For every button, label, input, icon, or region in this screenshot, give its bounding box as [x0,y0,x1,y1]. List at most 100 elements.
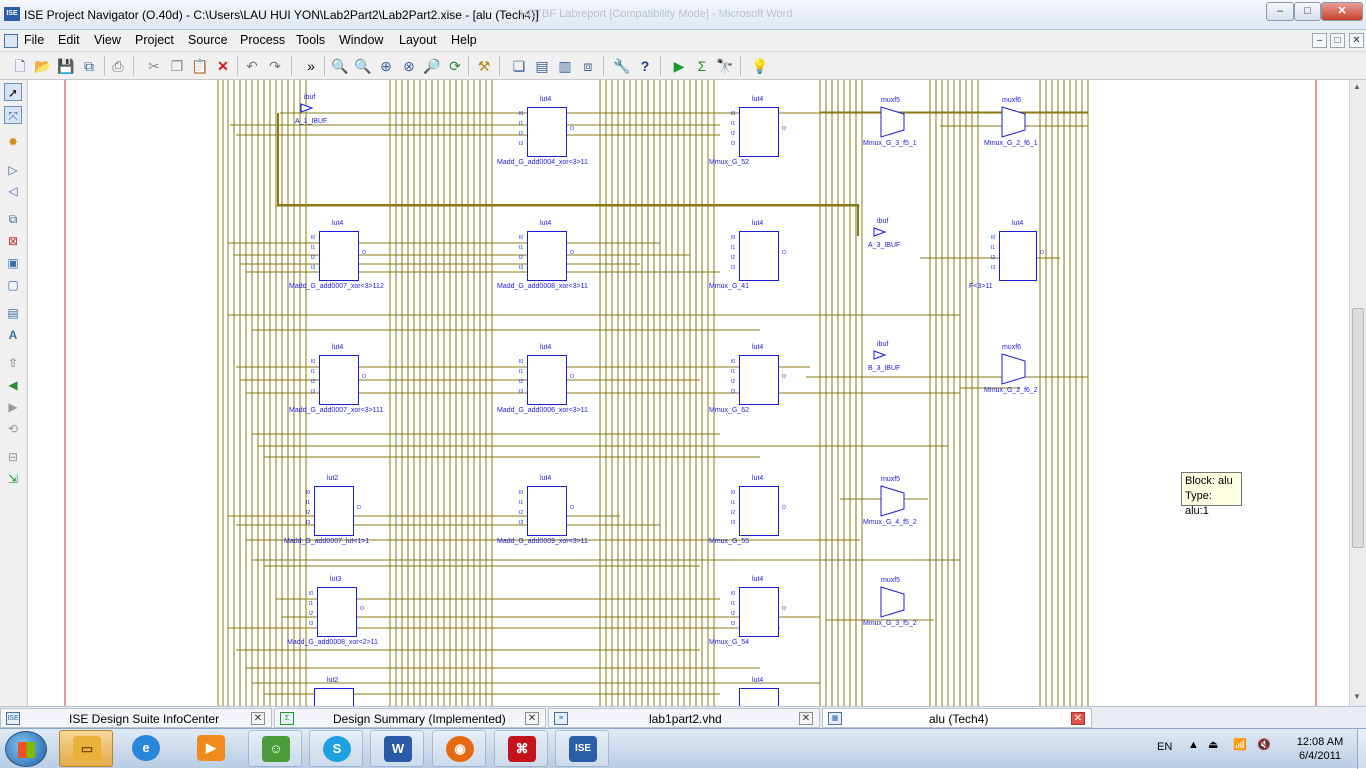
start-button[interactable] [5,731,47,767]
tray-expand-icon[interactable]: ▲ [1188,739,1199,751]
muxf6-mux[interactable] [1001,353,1031,387]
muxf5-mux[interactable] [880,586,910,620]
word-icon[interactable]: W [370,730,424,767]
messenger-icon[interactable]: ☺ [248,730,302,767]
new-icon[interactable]: 🗋 [14,58,26,74]
hierarchy-icon[interactable]: ⊟ [7,450,19,464]
remove-icon[interactable]: ⊠ [7,234,19,248]
tab-alu-tech4[interactable]: ▦ alu (Tech4) ✕ [822,708,1092,728]
menu-view[interactable]: View [94,33,121,47]
skype-icon[interactable]: S [309,730,363,767]
copy-icon[interactable]: ❐ [170,58,184,74]
scroll-down-icon[interactable]: ▼ [1353,692,1361,701]
ibuf-buffer[interactable] [873,227,887,237]
lut-block-lut4[interactable] [739,355,779,405]
mdi-close-button[interactable]: ✕ [1349,33,1364,48]
sigma-icon[interactable]: Σ [697,58,707,74]
tab-design-summary[interactable]: Σ Design Summary (Implemented) ✕ [274,708,546,728]
tab-close-icon[interactable]: ✕ [1071,712,1085,725]
mdi-restore-button[interactable]: □ [1330,33,1345,48]
collapse-icon[interactable]: ◁ [8,184,18,198]
cascade-icon[interactable]: ❏ [512,58,526,74]
lut-block-lut4[interactable] [999,231,1037,281]
add-instance-icon[interactable]: ✸ [7,135,19,149]
export-icon[interactable]: ⇲ [7,472,19,486]
tab-close-icon[interactable]: ✕ [251,712,265,725]
forward-icon[interactable]: ▶ [8,400,18,414]
print-icon[interactable]: ⎙ [112,58,124,74]
vertical-scrollbar[interactable]: ▲ ▼ [1349,80,1366,706]
maximize-button[interactable]: □ [1294,2,1321,21]
tab-infocenter[interactable]: ISE ISE Design Suite InfoCenter ✕ [0,708,272,728]
lut-block-lut2[interactable] [314,486,354,536]
tile-v-icon[interactable]: ▥ [558,58,572,74]
tab-close-icon[interactable]: ✕ [799,712,813,725]
system-clock[interactable]: 12:08 AM 6/4/2011 [1284,735,1356,763]
page-icon[interactable]: ▢ [7,278,19,292]
media-player-icon[interactable]: ▶ [193,730,229,767]
select-pointer-icon[interactable]: ➚ [4,83,22,101]
select-net-icon[interactable]: ⤧ [4,106,22,124]
run-icon[interactable]: ▶ [673,58,685,74]
save-icon[interactable]: 💾 [57,58,75,74]
menu-process[interactable]: Process [240,33,286,47]
lut-block-lut4[interactable] [739,486,779,536]
lut-block-lut4[interactable] [527,107,567,157]
push-up-icon[interactable]: ⇧ [7,356,19,370]
zoom-in-icon[interactable]: 🔍 [331,58,349,74]
document-icon[interactable] [4,34,18,48]
telescope-icon[interactable]: 🔭 [716,58,734,74]
ibuf-buffer[interactable] [300,103,314,113]
zoom-full-icon[interactable]: ⊗ [403,58,415,74]
minimize-button[interactable]: ‒ [1266,2,1294,21]
scroll-up-icon[interactable]: ▲ [1353,82,1361,91]
lut-block-lut4[interactable] [527,231,567,281]
show-desktop-button[interactable] [1357,729,1366,769]
lut-block-lut4[interactable] [739,107,779,157]
lut-block-lut4[interactable] [319,231,359,281]
network-icon[interactable]: 📶 [1233,739,1247,751]
mdi-minimize-button[interactable]: ‒ [1312,33,1327,48]
history-icon[interactable]: ⟲ [7,422,19,436]
expand-icon[interactable]: ▷ [8,163,18,177]
zoom-select-icon[interactable]: 🔎 [423,58,441,74]
open-icon[interactable]: 📂 [34,58,52,74]
properties-icon[interactable]: ▤ [7,306,19,320]
menu-project[interactable]: Project [135,33,174,47]
ise-icon[interactable]: ISE [555,730,609,767]
float-icon[interactable]: ⧈ [583,58,593,74]
close-button[interactable]: ✕ [1321,2,1363,21]
copy-schematic-icon[interactable]: ▣ [7,256,19,270]
lut-block-lut4[interactable] [527,486,567,536]
lightbulb-icon[interactable]: 💡 [751,58,769,74]
paste-icon[interactable]: 📋 [191,58,209,74]
acrobat-icon[interactable]: ⌘ [494,730,548,767]
cut-icon[interactable]: ✂ [148,58,160,74]
menu-edit[interactable]: Edit [58,33,80,47]
add-port-icon[interactable]: ⧉ [8,212,18,226]
help-icon[interactable]: ? [640,58,650,74]
lut-block-lut4[interactable] [739,688,779,706]
explorer-icon[interactable]: ▭ [59,730,113,767]
zoom-out-icon[interactable]: 🔍 [354,58,372,74]
text-label-icon[interactable]: A [8,328,18,342]
tab-lab1part2-vhd[interactable]: ≡ lab1part2.vhd ✕ [548,708,820,728]
ie-icon[interactable]: e [130,730,160,767]
wrench-icon[interactable]: 🔧 [613,58,631,74]
undo-icon[interactable]: ↶ [246,58,258,74]
scroll-thumb[interactable] [1352,308,1364,548]
lut-block-lut4[interactable] [527,355,567,405]
tab-close-icon[interactable]: ✕ [525,712,539,725]
volume-icon[interactable]: 🔇 [1257,739,1271,751]
muxf6-mux[interactable] [1001,106,1031,140]
usb-icon[interactable]: ⏏ [1208,739,1219,751]
menu-tools[interactable]: Tools [296,33,326,47]
tile-h-icon[interactable]: ▤ [535,58,549,74]
refresh-icon[interactable]: ⟳ [449,58,461,74]
menu-source[interactable]: Source [188,33,228,47]
save-all-icon[interactable]: ⧉ [84,58,94,74]
lut-block-lut2[interactable] [314,688,354,706]
delete-icon[interactable]: ✕ [217,58,229,74]
ibuf-buffer[interactable] [873,350,887,360]
